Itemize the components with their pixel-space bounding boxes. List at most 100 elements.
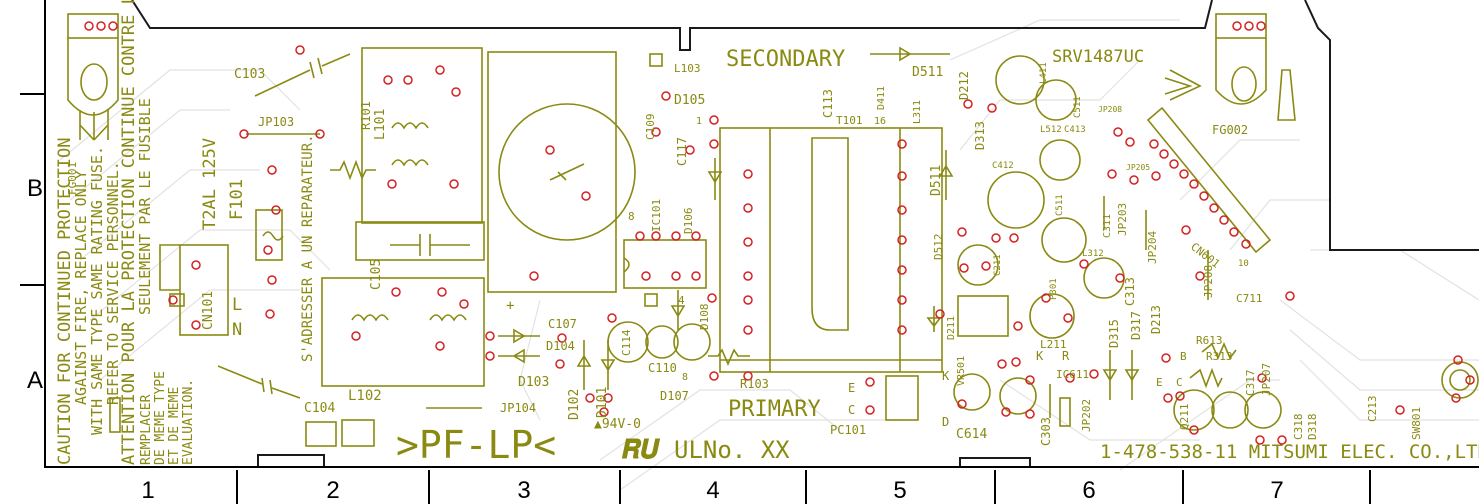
- l102-block: [321, 277, 485, 387]
- column-labels: 1 2 3 4 5 6 7: [141, 477, 1283, 504]
- l411-label: L411: [1039, 62, 1049, 84]
- jp204-label: JP204: [1146, 231, 1159, 264]
- r313-label: R313: [1206, 350, 1233, 363]
- secondary-label: SECONDARY: [726, 47, 845, 72]
- pin-8b-label: 8: [682, 372, 688, 383]
- c303-label: C303: [1039, 417, 1053, 446]
- ul-logo-icon: 𝑹𝑼: [621, 435, 661, 465]
- fuse-f101: [255, 209, 284, 261]
- d318-label: D318: [1306, 414, 1319, 441]
- d106-label: D106: [682, 208, 695, 235]
- pin-1-label: 1: [696, 116, 702, 127]
- row-labels: B A: [27, 175, 43, 394]
- fuse-rating: T2AL 125V: [200, 138, 220, 230]
- pads: [84, 21, 1475, 445]
- d211-label: D211: [946, 316, 957, 340]
- pin-4-label: 4: [678, 294, 685, 307]
- c114-label: C114: [620, 329, 633, 356]
- d511-label: D511: [929, 165, 944, 196]
- recycle-mark-1: [305, 421, 337, 447]
- jp203-label: JP203: [1116, 203, 1129, 236]
- d103-label: D103: [518, 375, 549, 390]
- secondary-diodes: [708, 150, 1237, 400]
- d212-label: D212: [957, 71, 971, 100]
- column-label-6: 6: [1082, 477, 1095, 504]
- c107-label: C107: [548, 317, 577, 331]
- ic101-label: IC101: [650, 199, 663, 232]
- l102-label: L102: [348, 388, 382, 404]
- q211-label: Q211: [1178, 404, 1191, 431]
- d411-label: D411: [876, 86, 887, 110]
- l211-label: L211: [1040, 338, 1067, 351]
- c511-label-a: C511: [1073, 96, 1083, 118]
- r101-label: R101: [359, 101, 373, 130]
- remplacer-3: ET DE MEME: [167, 387, 182, 465]
- column-label-7: 7: [1270, 477, 1283, 504]
- pin-k2-label: K: [942, 369, 950, 383]
- jp207-label: JP207: [1260, 363, 1273, 396]
- attention-line-1: ATTENTION POUR LA PROTECTION CONTINUE CO…: [119, 0, 139, 465]
- cn601-connector: [1146, 106, 1272, 254]
- silkscreen-layer: [67, 13, 1479, 447]
- column-label-1: 1: [141, 477, 154, 504]
- l103-label: L103: [674, 62, 701, 75]
- jp103-label: JP103: [258, 115, 294, 129]
- l512-label: L512: [1040, 125, 1062, 135]
- pin-10-label: 10: [1238, 259, 1249, 269]
- cn101-label: CN101: [201, 291, 216, 330]
- model-label: SRV1487UC: [1052, 47, 1144, 67]
- pin-b-label: B: [1180, 350, 1187, 363]
- pc101-label: PC101: [830, 423, 866, 437]
- c313-label: C313: [1123, 277, 1137, 306]
- d105-label: D105: [674, 93, 705, 108]
- remplacer-2: DE MEME TYPE: [153, 371, 168, 465]
- d511-label-top: D511: [912, 65, 943, 80]
- l101-block: [355, 47, 485, 261]
- pin-l-label: L: [232, 295, 242, 315]
- pin-n-label: N: [232, 320, 242, 340]
- c413-label: C413: [1064, 125, 1086, 135]
- pin-c-label: C: [848, 403, 855, 417]
- pin-e-label: E: [848, 381, 855, 395]
- r103-label: R103: [740, 377, 769, 391]
- pcb-small-rect-3: [109, 397, 121, 433]
- d512-label: D512: [932, 234, 945, 261]
- cn101-connector: [159, 244, 229, 336]
- pin-r-label: R: [1062, 349, 1070, 363]
- t101-transformer: [719, 127, 943, 373]
- part-number: 1-478-538-11 MITSUMI ELEC. CO.,LTD.: [1100, 441, 1479, 463]
- l311-label: L311: [912, 100, 923, 124]
- jp208-top-label: JP208: [1098, 105, 1122, 114]
- c311-label: C311: [1102, 214, 1113, 238]
- l101-label: L101: [373, 109, 388, 140]
- caution-line-2: AGAINST FIRE, REPLACE ONLY: [72, 170, 90, 405]
- fg002-label: FG002: [1212, 123, 1248, 137]
- jp104-label: JP104: [500, 401, 536, 415]
- fg001-label: FG001: [66, 162, 79, 195]
- d313-label: D313: [973, 121, 987, 150]
- pin-e2-label: E: [1156, 376, 1163, 389]
- fg001-mount: [67, 13, 119, 141]
- jp208-label: JP208: [1202, 265, 1215, 298]
- d101-label: D101: [595, 387, 610, 418]
- p301-label: P301: [1049, 278, 1059, 300]
- pf-lp-mark: >PF-LP<: [396, 423, 556, 467]
- c318-label: C318: [1292, 414, 1305, 441]
- rating-94v: ▲94V-0: [594, 417, 641, 432]
- sw801-label: SW801: [1410, 407, 1423, 440]
- c614-label: C614: [956, 427, 987, 442]
- c511-label-b: C511: [1055, 194, 1065, 216]
- r613-label: R613: [1196, 334, 1223, 347]
- column-label-3: 3: [517, 477, 530, 504]
- pin-8-label: 8: [628, 210, 635, 223]
- attention-line-2: SEULEMENT PAR LE FUSIBLE: [136, 98, 154, 315]
- column-label-4: 4: [706, 477, 719, 504]
- caution-line-4: REFER TO SERVICE PERSONNEL.: [104, 161, 122, 405]
- pin-d-label: D: [942, 415, 949, 429]
- c110-label: C110: [648, 361, 677, 375]
- pc101-opto: [885, 375, 919, 421]
- c317-label: C317: [1244, 370, 1257, 397]
- sw801-switch: [1441, 361, 1479, 399]
- primary-diodes: [498, 46, 950, 390]
